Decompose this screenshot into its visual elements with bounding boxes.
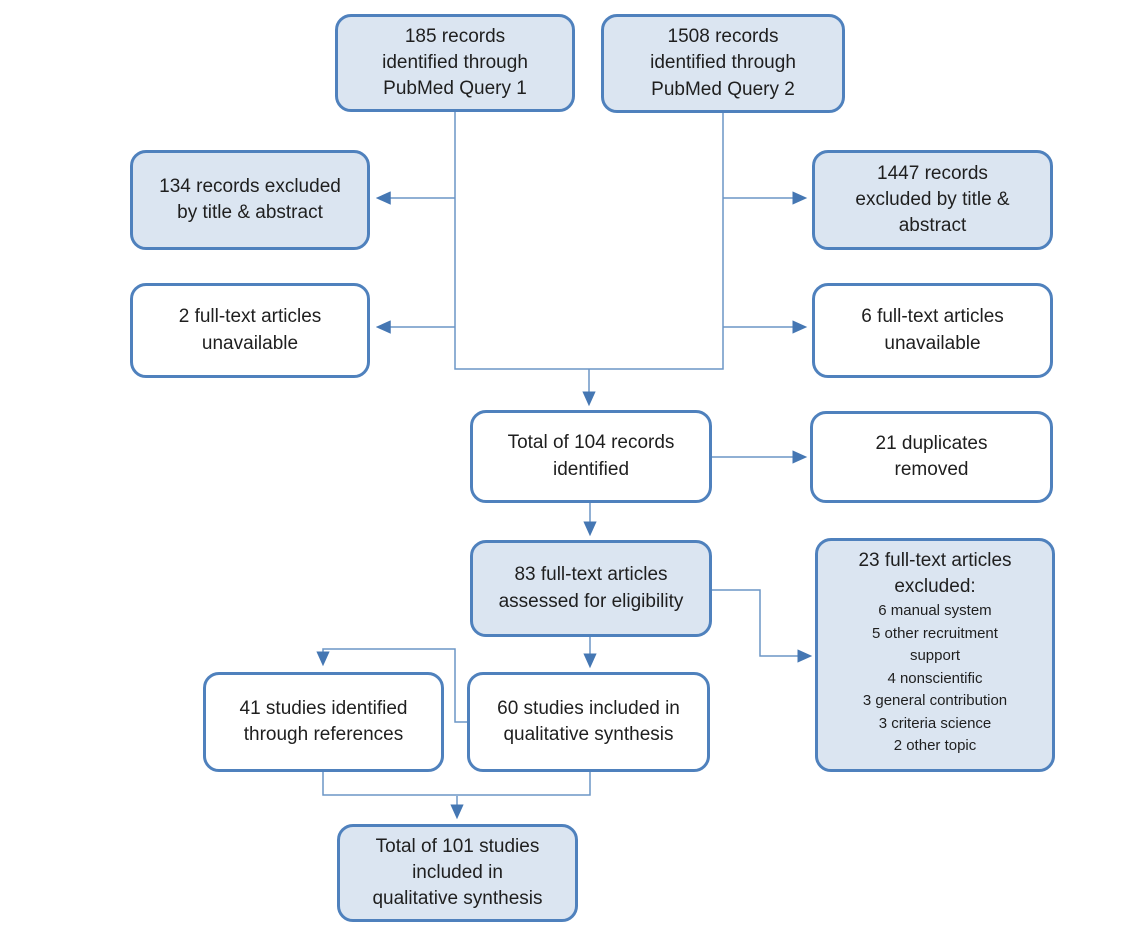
node-excluded-title-abstract-1-label: 134 records excluded by title & abstract [159, 175, 341, 223]
node-duplicates-removed-label: 21 duplicates removed [875, 432, 988, 480]
excluded-reason-item: 2 other topic [893, 737, 977, 755]
node-excluded-title-abstract-1: 134 records excluded by title & abstract [130, 150, 370, 250]
node-total-104-records: Total of 104 records identified [470, 410, 712, 503]
edge-assessed-excluded23 [712, 589, 813, 663]
node-total-104-records-label: Total of 104 records identified [507, 432, 675, 480]
node-excluded-title-abstract-2: 1447 records excluded by title & abstrac… [812, 150, 1053, 250]
node-fulltext-unavailable-2: 6 full-text articles unavailable [812, 283, 1053, 378]
node-fulltext-excluded-reasons: 23 full-text articles excluded: 6 manual… [815, 538, 1055, 772]
node-studies-from-references: 41 studies identified through references [203, 672, 444, 772]
node-pubmed-query-2-label: 1508 records identified through PubMed Q… [650, 26, 796, 100]
edge-merge-join [322, 771, 591, 796]
node-assessed-eligibility-label: 83 full-text articles assessed for eligi… [498, 564, 684, 612]
excluded-reason-item: 3 criteria science [878, 714, 992, 732]
excluded-reason-item: 3 general contribution [862, 692, 1008, 710]
node-duplicates-removed: 21 duplicates removed [810, 411, 1053, 503]
excluded-reason-item: 5 other recruitment support [872, 624, 998, 665]
node-total-101-studies-label: Total of 101 studies included in qualita… [372, 835, 543, 910]
node-fulltext-unavailable-1: 2 full-text articles unavailable [130, 283, 370, 378]
node-pubmed-query-2: 1508 records identified through PubMed Q… [601, 14, 845, 113]
node-studies-included-label: 60 studies included in qualitative synth… [497, 697, 680, 745]
node-fulltext-unavailable-1-label: 2 full-text articles unavailable [178, 306, 322, 354]
node-assessed-eligibility: 83 full-text articles assessed for eligi… [470, 540, 712, 637]
node-excluded-title-abstract-2-label: 1447 records excluded by title & abstrac… [855, 162, 1010, 237]
node-fulltext-unavailable-2-label: 6 full-text articles unavailable [861, 306, 1004, 354]
node-studies-included: 60 studies included in qualitative synth… [467, 672, 710, 772]
node-pubmed-query-1-label: 185 records identified through PubMed Qu… [382, 25, 528, 100]
excluded-reason-item: 4 nonscientific [887, 669, 983, 687]
excluded-reason-item: 6 manual system [878, 602, 992, 620]
node-pubmed-query-1: 185 records identified through PubMed Qu… [335, 14, 575, 112]
excluded-reasons-list: 6 manual system 5 other recruitment supp… [863, 600, 1007, 758]
edge-included60-references41 [316, 648, 467, 723]
node-fulltext-excluded-reasons-title: 23 full-text articles excluded: [858, 550, 1012, 598]
node-total-101-studies: Total of 101 studies included in qualita… [337, 824, 578, 922]
node-studies-from-references-label: 41 studies identified through references [239, 697, 408, 745]
edge-queries-join [454, 111, 724, 370]
